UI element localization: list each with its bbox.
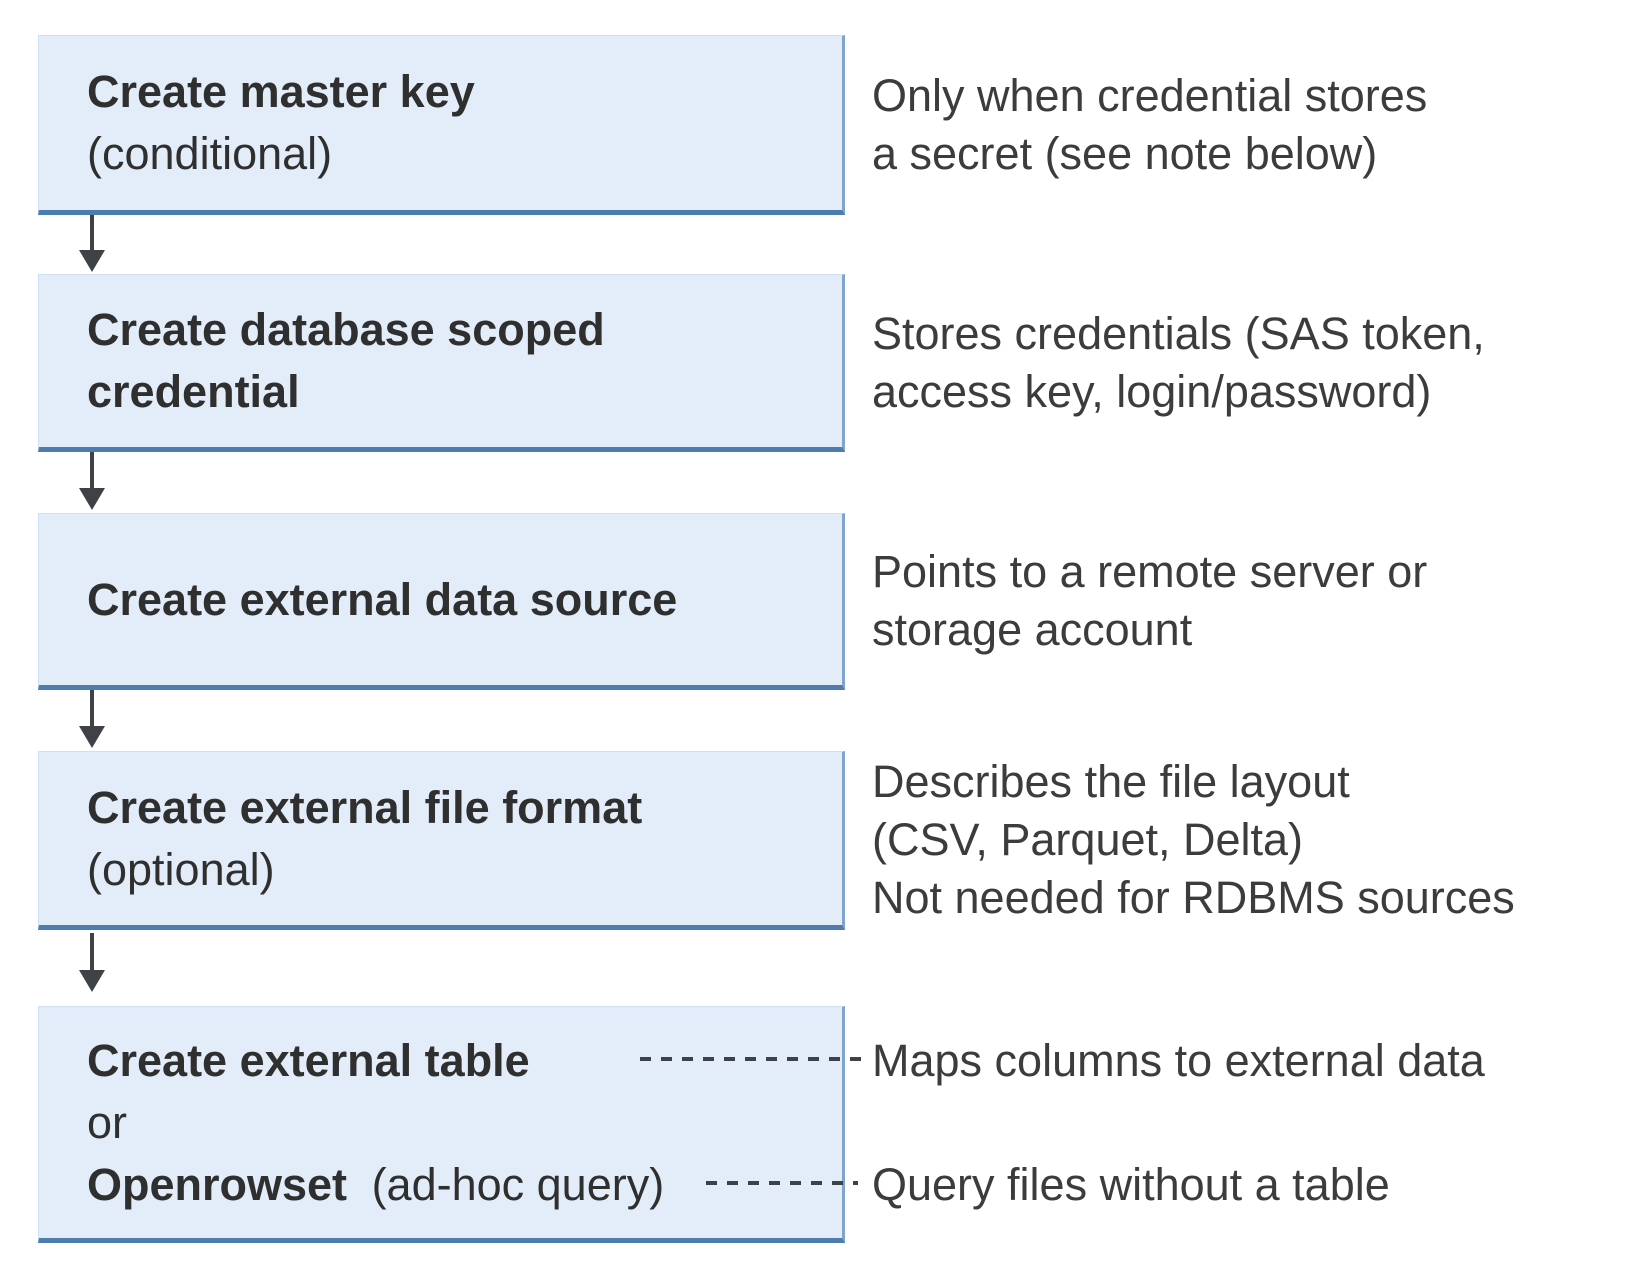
annotation-openrowset: Query files without a table <box>872 1159 1390 1210</box>
step-title: Create external table <box>87 1034 530 1086</box>
annotation-external-table: Maps columns to external data <box>872 1035 1485 1086</box>
annotation-scoped-credential: Stores credentials (SAS token, access ke… <box>872 308 1485 417</box>
arrow-shaft <box>90 690 94 728</box>
annotation-external-data-source: Points to a remote server or storage acc… <box>872 546 1428 655</box>
step-title: Create external file format <box>87 781 643 833</box>
step-title: Openrowset <box>87 1158 348 1210</box>
down-arrow-icon <box>79 690 105 748</box>
arrow-head <box>79 488 105 510</box>
arrow-shaft <box>90 933 94 972</box>
step-title: Create master key <box>87 66 475 117</box>
step-box-external-table-or-openrowset: Create external table or Openrowset (ad-… <box>38 1006 845 1243</box>
step-title: Create external data source <box>87 573 678 625</box>
arrow-head <box>79 726 105 748</box>
step-box-create-master-key: Create master key (conditional) <box>38 35 845 215</box>
step-box-external-file-format: Create external file format (optional) <box>38 751 845 930</box>
annotation-external-file-format: Describes the file layout (CSV, Parquet,… <box>872 756 1515 923</box>
step-subtitle: (ad-hoc query) <box>371 1158 665 1210</box>
arrow-head <box>79 250 105 272</box>
arrow-head <box>79 970 105 992</box>
step-title: Create database scoped credential <box>87 304 605 417</box>
step-box-external-data-source: Create external data source <box>38 513 845 690</box>
dashed-connector-openrowset <box>706 1181 858 1185</box>
step-title-openrowset: Openrowset (ad-hoc query) <box>87 1154 826 1216</box>
step-subtitle: (conditional) <box>87 128 333 179</box>
down-arrow-icon <box>79 452 105 510</box>
step-or-label: or <box>87 1096 128 1148</box>
step-title-external-table: Create external table <box>87 1030 826 1092</box>
down-arrow-icon <box>79 933 105 992</box>
down-arrow-icon <box>79 215 105 272</box>
arrow-shaft <box>90 452 94 490</box>
arrow-shaft <box>90 215 94 252</box>
step-subtitle: (optional) <box>87 843 275 895</box>
step-box-database-scoped-credential: Create database scoped credential <box>38 274 845 452</box>
dashed-connector-external-table <box>640 1057 868 1061</box>
annotation-master-key: Only when credential stores a secret (se… <box>872 70 1428 179</box>
